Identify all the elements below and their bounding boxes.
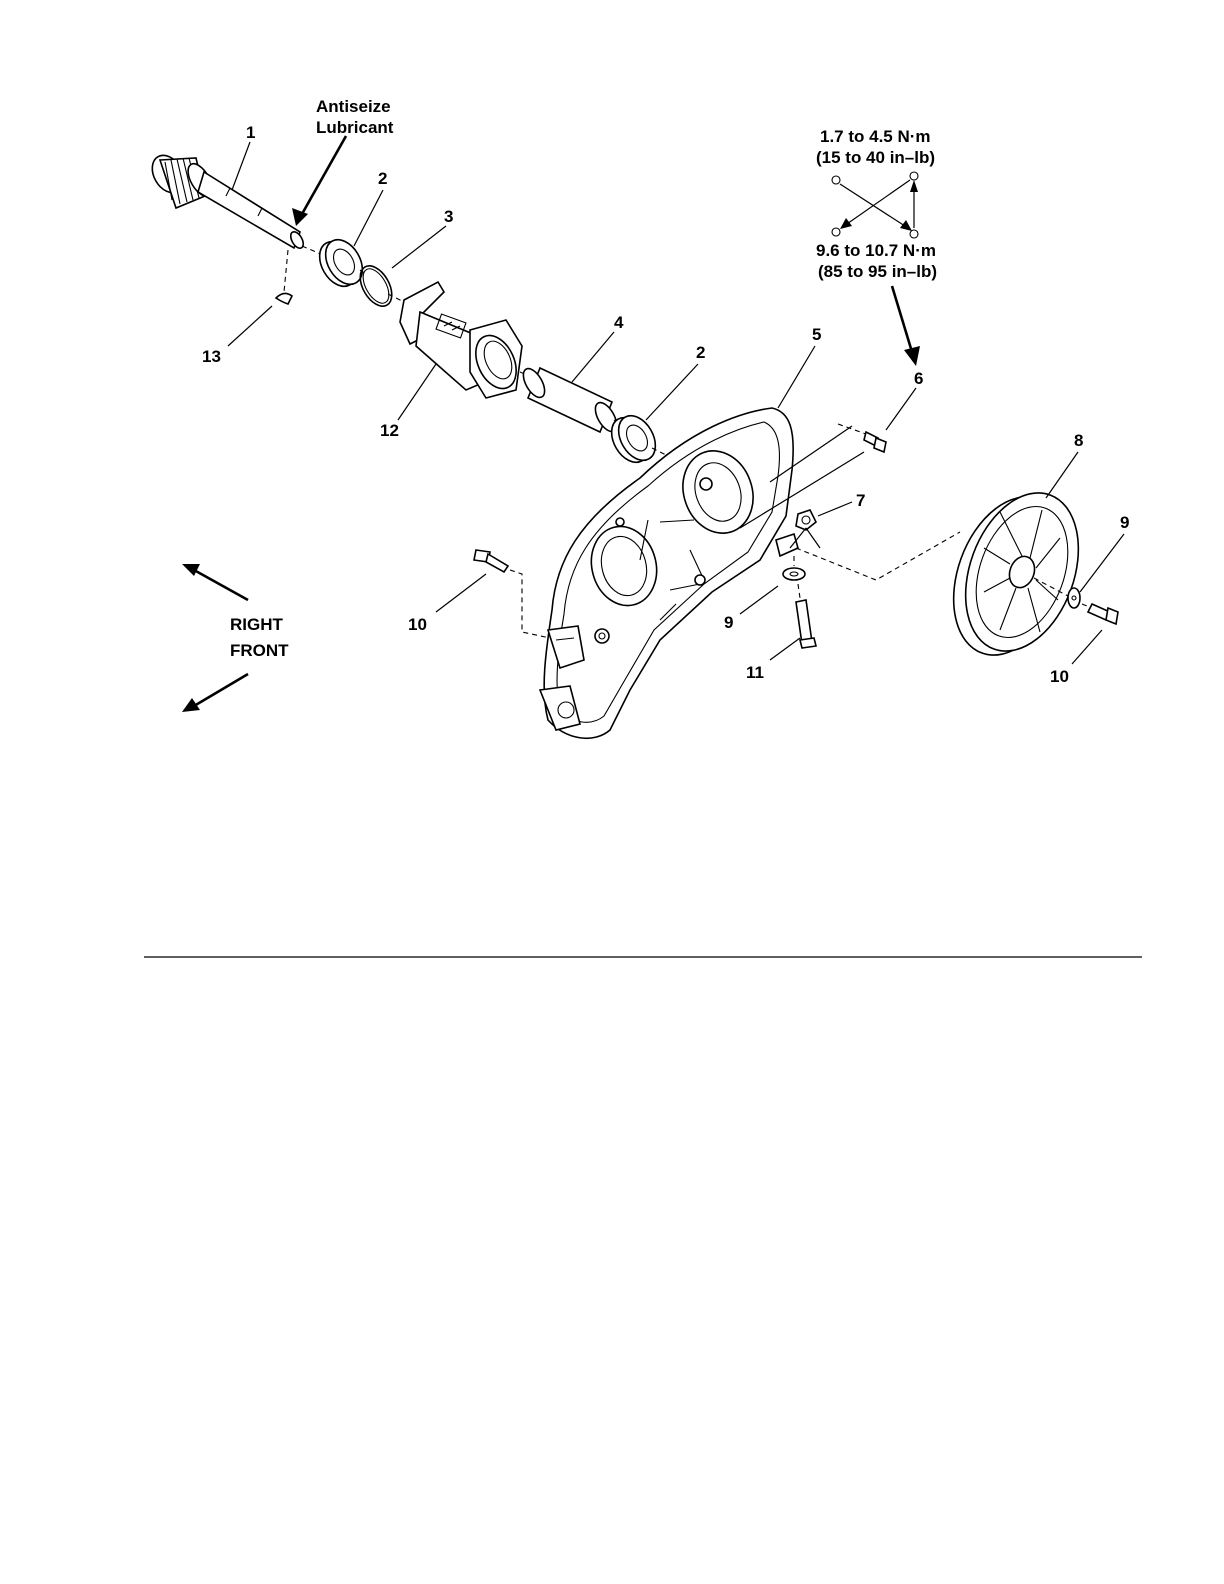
drive-shaft-part-1 (146, 150, 306, 251)
callout-9-right: 9 (1120, 513, 1129, 532)
callout-10-right: 10 (1050, 667, 1069, 686)
callout-2-lower: 2 (696, 343, 705, 362)
callout-6: 6 (914, 369, 923, 388)
bolt-part-10-right (1082, 604, 1118, 624)
bolt-part-10-left (474, 550, 550, 638)
callout-11: 11 (746, 663, 764, 682)
nut-part-7 (790, 510, 820, 548)
antiseize-note-line1: Antiseize (316, 97, 391, 116)
orientation-front-label: FRONT (230, 641, 289, 660)
torque-high-line2: (85 to 95 in–lb) (818, 262, 937, 281)
orientation-arrows (182, 564, 248, 712)
torque-high-line1: 9.6 to 10.7 N·m (816, 241, 936, 260)
callout-2-upper: 2 (378, 169, 387, 188)
callout-13: 13 (202, 347, 221, 366)
housing-part-5 (540, 408, 798, 738)
torque-low-line1: 1.7 to 4.5 N·m (820, 127, 931, 146)
callout-10-left: 10 (408, 615, 427, 634)
bearing-part-2-upper (302, 233, 370, 293)
callout-9-center: 9 (724, 613, 733, 632)
antiseize-arrow (292, 136, 346, 226)
bearing-housing-part-12 (388, 282, 524, 398)
callout-3: 3 (444, 207, 453, 226)
callout-12: 12 (380, 421, 399, 440)
torque-low-line2: (15 to 40 in–lb) (816, 148, 935, 167)
callout-1: 1 (246, 123, 255, 142)
callout-5: 5 (812, 325, 821, 344)
orientation-right-label: RIGHT (230, 615, 284, 634)
woodruff-key-part-13 (276, 250, 292, 304)
antiseize-note-line2: Lubricant (316, 118, 394, 137)
spacer-tube-part-4 (519, 365, 621, 435)
washer-part-9-center (783, 556, 805, 580)
callout-8: 8 (1074, 431, 1083, 450)
callout-7: 7 (856, 491, 865, 510)
callout-4: 4 (614, 313, 624, 332)
